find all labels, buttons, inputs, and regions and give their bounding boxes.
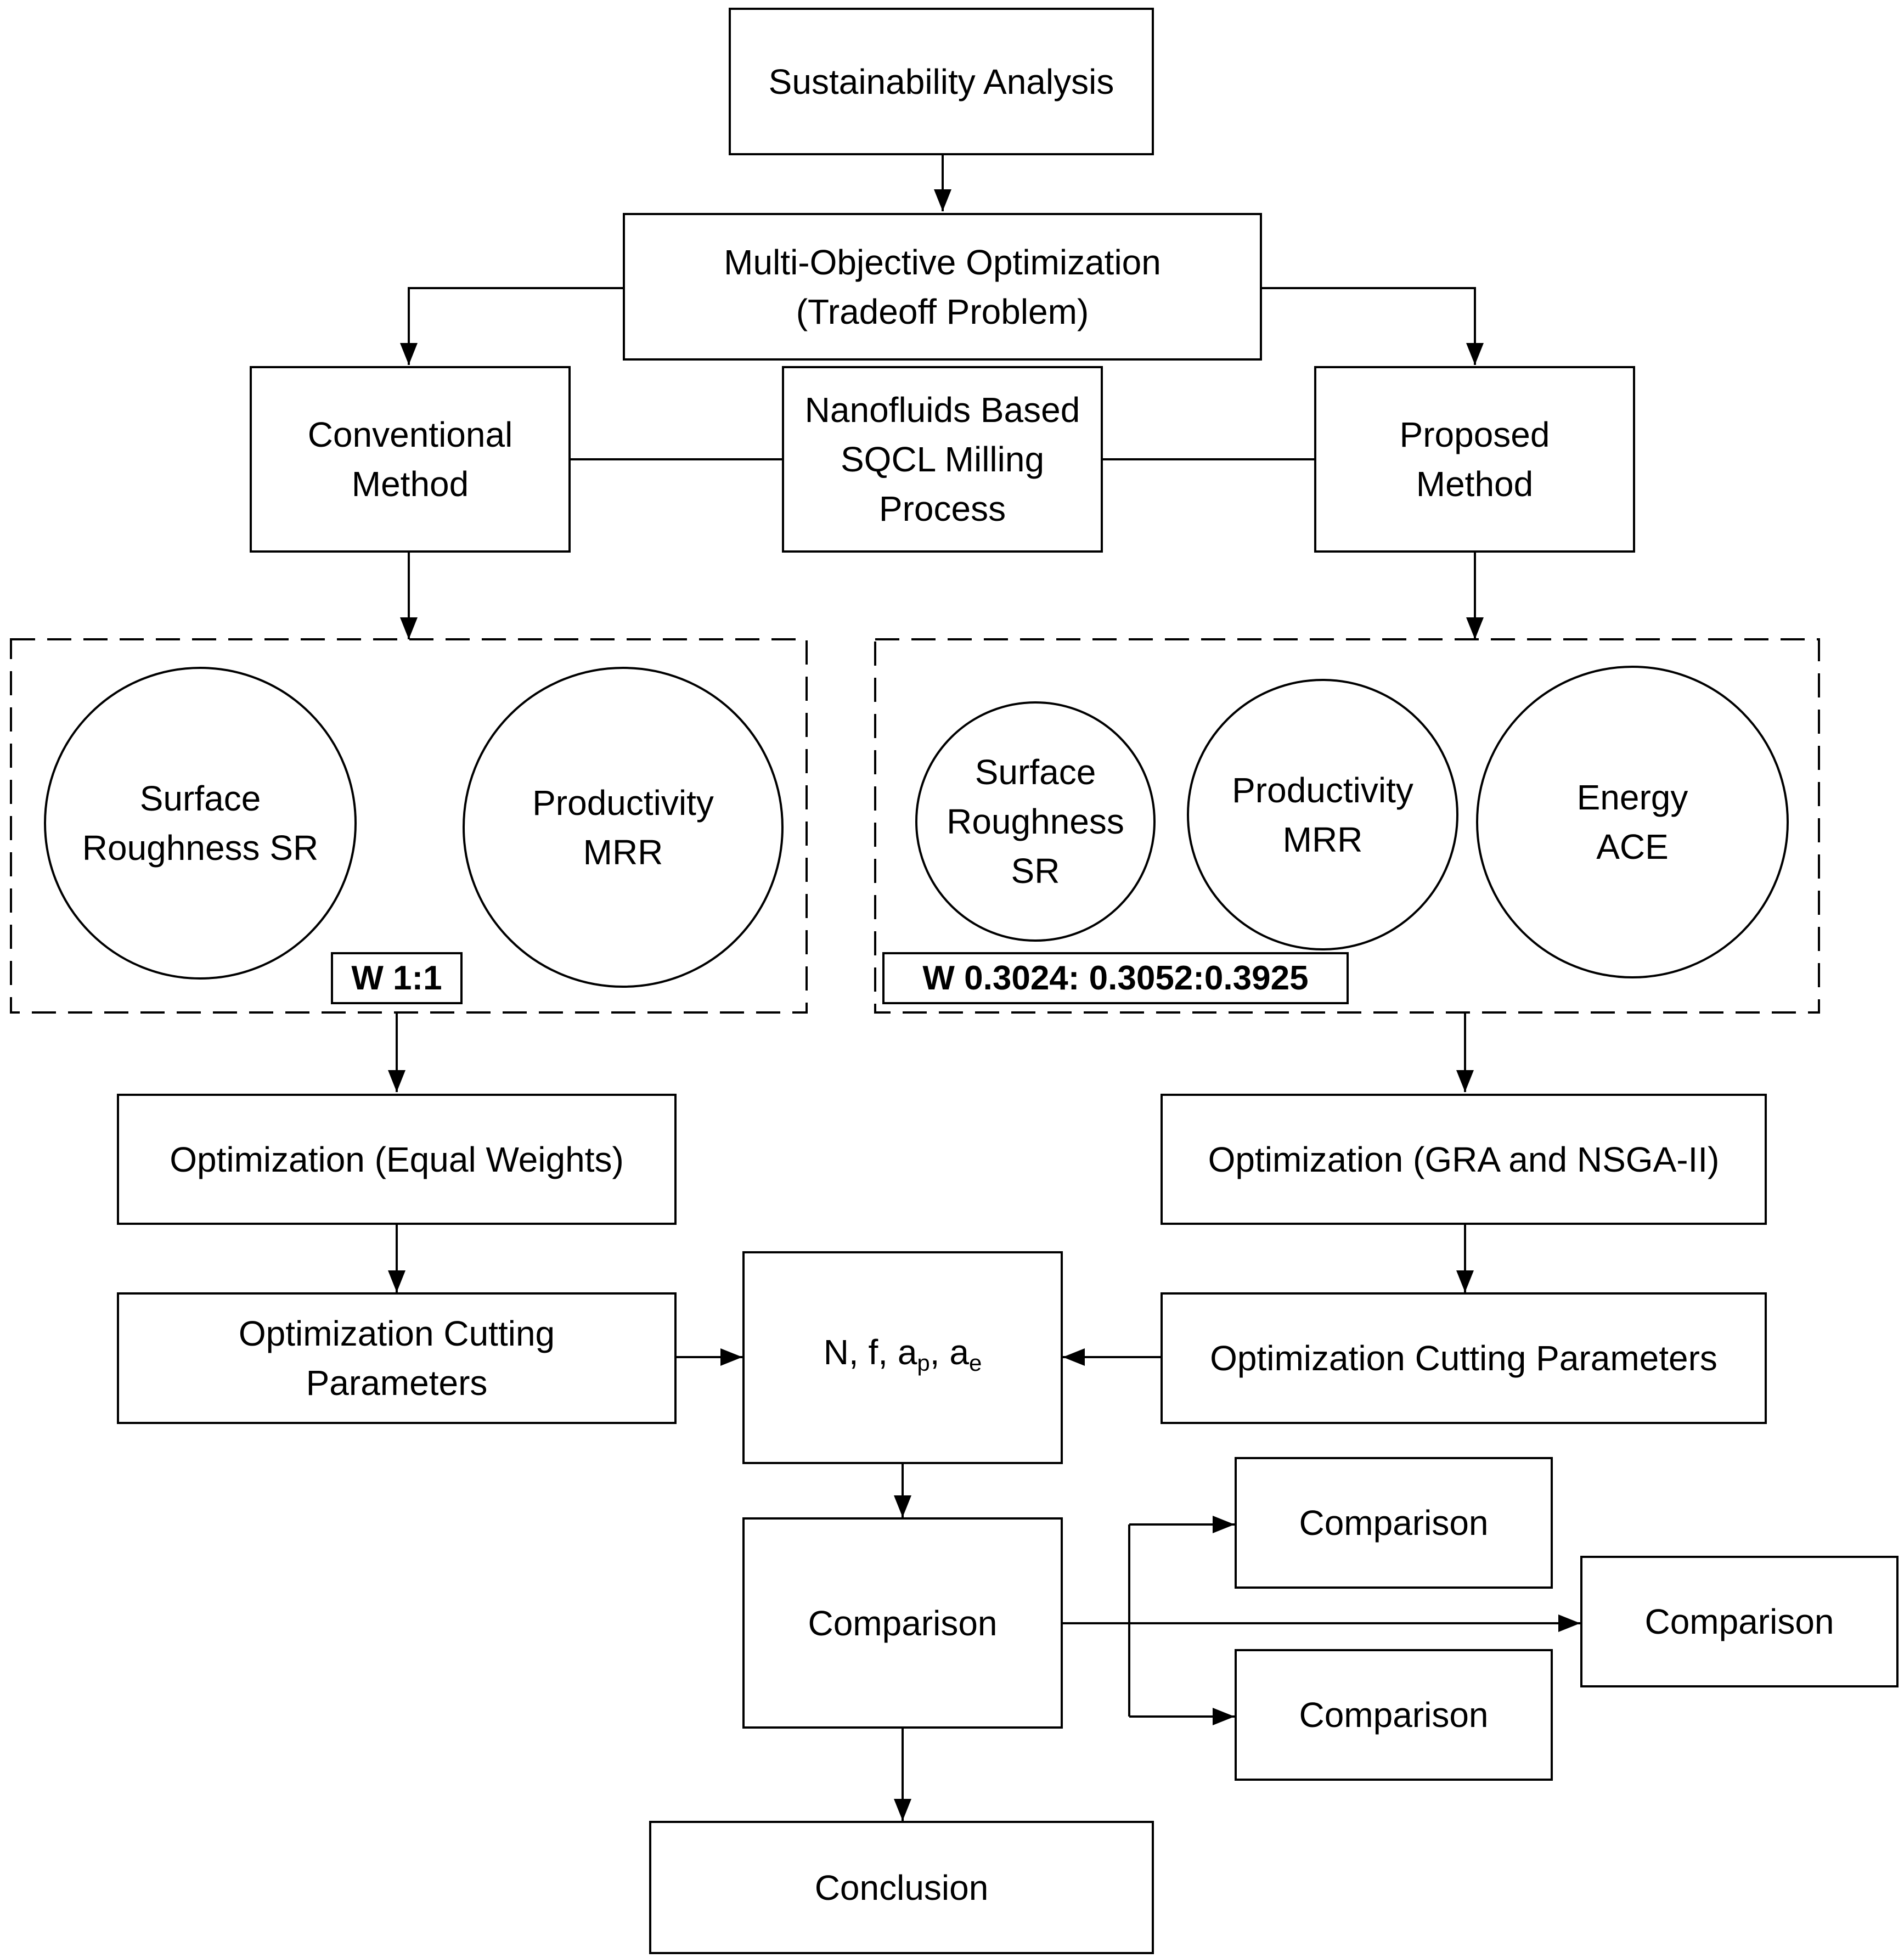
comparison-right-label: Comparison: [1644, 1602, 1834, 1641]
conclusion-label: Conclusion: [814, 1867, 989, 1908]
comparison-bottom-label: Comparison: [1299, 1695, 1489, 1735]
proposed-objectives-group: [874, 638, 1820, 1014]
conclusion-box: Conclusion: [649, 1821, 1154, 1954]
nanofluids-process-box: Nanofluids Based SQCL Milling Process: [782, 366, 1103, 553]
conventional-method-label: Conventional Method: [307, 415, 513, 504]
weight-label-right: W 0.3024: 0.3052:0.3925: [882, 952, 1349, 1004]
proposed-method-label: Proposed Method: [1399, 415, 1550, 504]
surface-roughness-label-left: Surface Roughness SR: [82, 779, 319, 868]
params-sub-e: e: [968, 1350, 982, 1376]
cutting-parameters-box: N, f, ap, ae: [742, 1251, 1063, 1464]
sustainability-analysis-box: Sustainability Analysis: [729, 8, 1154, 155]
surface-roughness-circle-left: Surface Roughness SR: [44, 667, 357, 980]
optimization-equal-weights-box: Optimization (Equal Weights): [117, 1094, 677, 1225]
comparison-top-label: Comparison: [1299, 1503, 1489, 1543]
productivity-circle-left: Productivity MRR: [463, 667, 784, 988]
multi-objective-optimization-box: Multi-Objective Optimization (Tradeoff P…: [623, 213, 1262, 361]
optimization-cutting-parameters-left-box: Optimization Cutting Parameters: [117, 1292, 677, 1424]
comparison-top-box: Comparison: [1235, 1457, 1553, 1589]
comparison-main-label: Comparison: [808, 1603, 998, 1643]
optimization-cutting-parameters-left-label: Optimization Cutting Parameters: [238, 1314, 555, 1403]
comparison-main-box: Comparison: [742, 1517, 1063, 1729]
optimization-equal-weights-label: Optimization (Equal Weights): [170, 1139, 624, 1179]
sustainability-analysis-label: Sustainability Analysis: [768, 61, 1114, 102]
optimization-gra-nsga-label: Optimization (GRA and NSGA-II): [1208, 1139, 1720, 1179]
productivity-circle-right: Productivity MRR: [1187, 679, 1458, 950]
multi-objective-optimization-label: Multi-Objective Optimization (Tradeoff P…: [724, 242, 1161, 331]
comparison-right-box: Comparison: [1580, 1556, 1899, 1687]
proposed-method-box: Proposed Method: [1314, 366, 1635, 553]
productivity-label-left: Productivity MRR: [532, 783, 714, 872]
nanofluids-process-label: Nanofluids Based SQCL Milling Process: [804, 390, 1080, 528]
params-sub-p: p: [917, 1350, 930, 1376]
conventional-objectives-group: [10, 638, 808, 1014]
optimization-cutting-parameters-right-box: Optimization Cutting Parameters: [1161, 1292, 1767, 1424]
energy-circle-right: Energy ACE: [1476, 666, 1789, 978]
weight-label-left: W 1:1: [331, 952, 463, 1004]
conventional-method-box: Conventional Method: [250, 366, 571, 553]
cutting-parameters-label: N, f, ap, ae: [824, 1327, 982, 1388]
optimization-cutting-parameters-right-label: Optimization Cutting Parameters: [1210, 1338, 1717, 1378]
params-mid: , a: [930, 1332, 969, 1372]
energy-label-right: Energy ACE: [1576, 778, 1688, 867]
surface-roughness-circle-right: Surface Roughness SR: [915, 701, 1156, 942]
comparison-bottom-box: Comparison: [1235, 1649, 1553, 1781]
optimization-gra-nsga-box: Optimization (GRA and NSGA-II): [1161, 1094, 1767, 1225]
params-prefix: N, f, a: [823, 1332, 917, 1372]
surface-roughness-label-right: Surface Roughness SR: [947, 752, 1124, 891]
productivity-label-right: Productivity MRR: [1232, 770, 1413, 859]
